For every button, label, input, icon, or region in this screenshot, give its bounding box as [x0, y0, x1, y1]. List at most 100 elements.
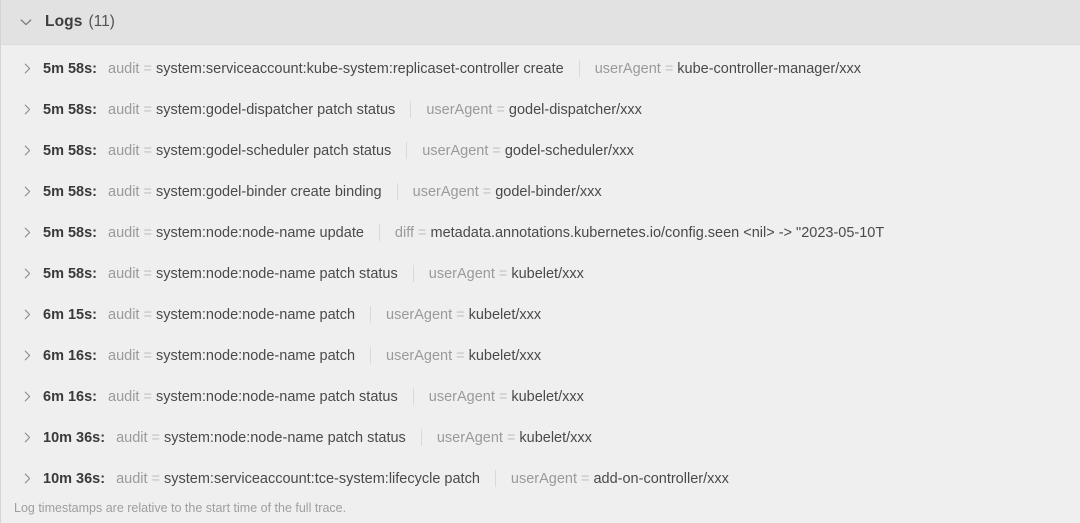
- log-field: userAgent=kubelet/xxx: [386, 307, 541, 323]
- chevron-right-icon[interactable]: [21, 267, 34, 280]
- log-row[interactable]: 5m 58s:audit=system:godel-binder create …: [1, 171, 1080, 212]
- log-field-key: audit: [116, 470, 148, 487]
- chevron-right-icon[interactable]: [21, 103, 34, 116]
- log-field-key: userAgent: [386, 347, 453, 364]
- field-divider: [412, 265, 414, 282]
- log-field-key: audit: [108, 388, 140, 405]
- log-field-equals: =: [506, 429, 516, 446]
- log-field-value: system:godel-binder create binding: [155, 183, 382, 200]
- log-field-key: userAgent: [422, 142, 489, 159]
- log-field-equals: =: [143, 306, 152, 323]
- log-row[interactable]: 5m 58s:audit=system:godel-dispatcher pat…: [1, 89, 1080, 130]
- field-divider: [494, 470, 496, 487]
- log-field-value: kubelet/xxx: [519, 429, 592, 446]
- log-field-equals: =: [498, 388, 508, 405]
- chevron-right-icon[interactable]: [21, 308, 34, 321]
- chevron-right-icon[interactable]: [21, 62, 34, 75]
- log-field: audit=system:godel-binder create binding: [108, 184, 382, 200]
- log-field-key: userAgent: [386, 306, 453, 323]
- log-field-equals: =: [492, 142, 501, 159]
- log-row[interactable]: 6m 16s: audit=system:node:node-name patch…: [1, 335, 1080, 376]
- log-field: userAgent=kube-controller-manager/xxx: [595, 61, 861, 77]
- log-field-equals: =: [151, 470, 160, 487]
- log-field-value: godel-dispatcher/xxx: [508, 101, 642, 118]
- log-timestamp: 6m 16s:: [43, 347, 98, 364]
- logs-section-header[interactable]: Logs (11): [1, 0, 1080, 45]
- log-field-value: system:node:node-name update: [155, 224, 364, 241]
- log-field-key: audit: [108, 142, 140, 159]
- log-field-value: kubelet/xxx: [468, 347, 542, 364]
- log-timestamp: 5m 58s:: [43, 60, 98, 77]
- field-divider: [406, 142, 408, 159]
- log-field-value: system:node:node-name patch: [155, 306, 356, 323]
- log-field: audit=system:node:node-name patch status: [108, 389, 398, 405]
- log-field-value: system:serviceaccount:kube-system:replic…: [155, 60, 564, 77]
- chevron-right-icon[interactable]: [21, 349, 34, 362]
- log-timestamp: 10m 36s:: [43, 470, 106, 487]
- log-field-equals: =: [143, 388, 152, 405]
- chevron-right-icon[interactable]: [21, 472, 34, 485]
- log-field: userAgent=add-on-controller/xxx: [511, 471, 729, 487]
- log-field-key: audit: [108, 265, 140, 282]
- log-row[interactable]: 5m 58s:audit=system:node:node-name updat…: [1, 212, 1080, 253]
- log-timestamp: 10m 36s:: [43, 429, 106, 446]
- log-field-value: system:node:node-name patch status: [164, 429, 406, 446]
- log-field: audit=system:serviceaccount:tce-system:l…: [116, 471, 480, 487]
- log-timestamp: 6m 15s:: [43, 306, 98, 323]
- log-field-key: userAgent: [428, 265, 495, 282]
- log-field-equals: =: [482, 183, 492, 200]
- log-field-equals: =: [456, 306, 465, 323]
- chevron-down-icon[interactable]: [18, 14, 34, 30]
- log-field: userAgent=godel-binder/xxx: [413, 184, 602, 200]
- log-row[interactable]: 10m 36s:audit=system:serviceaccount:tce-…: [1, 458, 1080, 493]
- chevron-right-icon[interactable]: [21, 431, 34, 444]
- field-divider: [396, 183, 398, 200]
- log-field: audit=system:node:node-name patch: [108, 348, 355, 364]
- log-field-value: add-on-controller/xxx: [593, 470, 729, 487]
- log-row[interactable]: 6m 15s:audit=system:node:node-name patch…: [1, 294, 1080, 335]
- log-field-equals: =: [581, 470, 590, 487]
- log-field-value: godel-scheduler/xxx: [504, 142, 634, 159]
- chevron-right-icon[interactable]: [21, 144, 34, 157]
- log-row[interactable]: 6m 16s:audit=system:node:node-name patch…: [1, 376, 1080, 417]
- log-field-equals: =: [143, 347, 152, 364]
- log-field-key: audit: [116, 429, 148, 446]
- log-row[interactable]: 5m 58s: audit=system:serviceaccount:kube-…: [1, 48, 1080, 89]
- chevron-right-icon[interactable]: [21, 390, 34, 403]
- field-divider: [420, 429, 422, 446]
- log-field-value: godel-binder/xxx: [495, 183, 602, 200]
- chevron-right-icon[interactable]: [21, 226, 34, 239]
- log-field-equals: =: [498, 265, 508, 282]
- log-field-key: audit: [108, 183, 140, 200]
- logs-count: (11): [88, 13, 115, 30]
- log-field: audit=system:node:node-name patch status: [108, 266, 398, 282]
- log-field: userAgent=kubelet/xxx: [437, 430, 592, 446]
- logs-list: 5m 58s:audit=system:serviceaccount:kube-…: [1, 45, 1080, 493]
- log-field: audit=system:node:node-name patch: [108, 307, 355, 323]
- log-row[interactable]: 5m 58s: audit=system:node:node-name patch…: [1, 253, 1080, 294]
- log-field-key: userAgent: [426, 101, 493, 118]
- log-field-key: userAgent: [594, 60, 661, 77]
- log-field-value: kubelet/xxx: [511, 265, 584, 282]
- log-field-equals: =: [143, 101, 152, 118]
- log-field: userAgent=kubelet/xxx: [386, 348, 541, 364]
- log-row[interactable]: 5m 58s:audit=system:godel-scheduler patc…: [1, 130, 1080, 171]
- log-field: audit=system:node:node-name patch status: [116, 430, 406, 446]
- log-field-key: audit: [108, 60, 140, 77]
- field-divider: [370, 306, 372, 323]
- field-divider: [370, 347, 372, 364]
- log-field: audit=system:serviceaccount:kube-system:…: [108, 61, 564, 77]
- log-field-key: audit: [108, 347, 140, 364]
- log-field-value: system:serviceaccount:tce-system:lifecyc…: [164, 470, 480, 487]
- chevron-right-icon[interactable]: [21, 185, 34, 198]
- log-timestamp: 5m 58s:: [43, 183, 98, 200]
- log-timestamp: 5m 58s:: [43, 142, 98, 159]
- log-row[interactable]: 10m 36s:audit=system:node:node-name patc…: [1, 417, 1080, 458]
- log-field-key: audit: [108, 306, 140, 323]
- log-field-equals: =: [143, 265, 152, 282]
- log-field-value: system:node:node-name patch status: [155, 388, 398, 405]
- log-timestamp: 5m 58s:: [43, 265, 98, 282]
- log-field-value: kubelet/xxx: [511, 388, 584, 405]
- log-field-equals: =: [143, 183, 152, 200]
